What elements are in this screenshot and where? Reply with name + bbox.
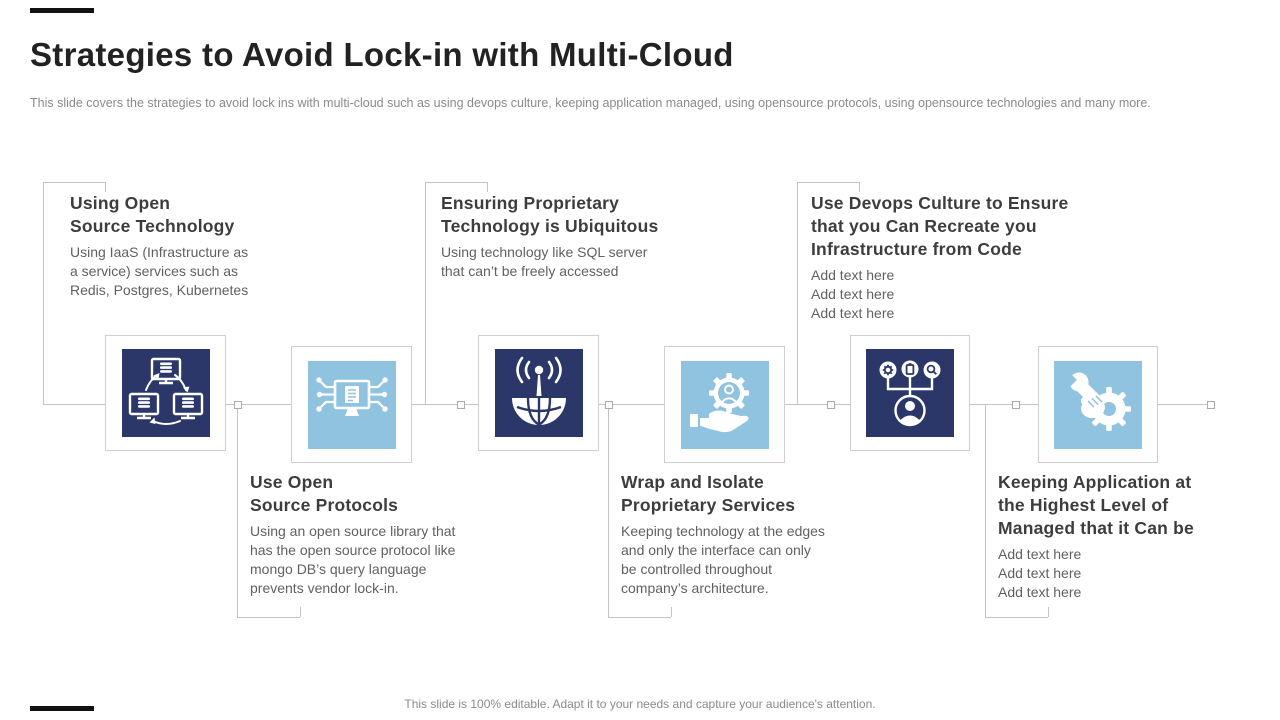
connector-tick-3 bbox=[425, 182, 487, 183]
connector-vertical-4 bbox=[608, 404, 609, 617]
page-title: Strategies to Avoid Lock-in with Multi-C… bbox=[30, 36, 734, 73]
connector-tick-1 bbox=[43, 182, 105, 183]
slide-subtitle: This slide covers the strategies to avoi… bbox=[30, 96, 1151, 110]
connector-tick-end-3 bbox=[487, 182, 488, 192]
connector-tick-end-5 bbox=[859, 182, 860, 192]
connector-vertical-6 bbox=[985, 404, 986, 617]
icon-box-5 bbox=[850, 335, 970, 451]
connector-tick-end-2 bbox=[300, 607, 301, 617]
circuit-monitor-icon bbox=[307, 360, 396, 449]
step-block-1: Using Open Source Technology Using IaaS … bbox=[70, 192, 335, 300]
step-block-2: Use Open Source Protocols Using an open … bbox=[250, 471, 515, 598]
step-body: Keeping technology at the edges and only… bbox=[621, 523, 825, 596]
connector-vertical-3 bbox=[425, 182, 426, 404]
top-accent-bar bbox=[30, 8, 94, 13]
connector-tick-2 bbox=[237, 617, 300, 618]
timeline-node bbox=[1012, 401, 1020, 409]
step-body: Using an open source library that has th… bbox=[250, 523, 456, 596]
step-body: Add text here Add text here Add text her… bbox=[998, 546, 1082, 600]
icon-box-6 bbox=[1038, 346, 1158, 463]
step-body: Add text here Add text here Add text her… bbox=[811, 267, 895, 321]
connector-tick-end-6 bbox=[1048, 607, 1049, 617]
org-chart-icon bbox=[866, 349, 954, 437]
timeline-node bbox=[827, 401, 835, 409]
timeline-node bbox=[234, 401, 242, 409]
timeline-node bbox=[605, 401, 613, 409]
step-block-5: Use Devops Culture to Ensure that you Ca… bbox=[811, 192, 1121, 323]
timeline-node bbox=[1207, 401, 1215, 409]
step-block-4: Wrap and Isolate Proprietary Services Ke… bbox=[621, 471, 886, 598]
step-title: Using Open Source Technology bbox=[70, 193, 235, 236]
step-title: Use Devops Culture to Ensure that you Ca… bbox=[811, 193, 1069, 259]
icon-box-1 bbox=[105, 335, 226, 451]
timeline-node bbox=[457, 401, 465, 409]
icon-box-3 bbox=[478, 335, 599, 451]
connector-vertical-5 bbox=[797, 182, 798, 404]
step-title: Wrap and Isolate Proprietary Services bbox=[621, 472, 796, 515]
network-monitors-icon bbox=[121, 349, 210, 437]
step-title: Ensuring Proprietary Technology is Ubiqu… bbox=[441, 193, 659, 236]
bottom-accent-bar bbox=[30, 706, 94, 711]
icon-box-4 bbox=[664, 346, 785, 463]
connector-vertical-1 bbox=[43, 182, 44, 404]
step-block-6: Keeping Application at the Highest Level… bbox=[998, 471, 1263, 602]
step-block-3: Ensuring Proprietary Technology is Ubiqu… bbox=[441, 192, 731, 281]
connector-tick-end-4 bbox=[671, 607, 672, 617]
step-title: Use Open Source Protocols bbox=[250, 472, 399, 515]
hand-gear-icon bbox=[680, 360, 769, 449]
step-body: Using technology like SQL server that ca… bbox=[441, 244, 648, 279]
step-title: Keeping Application at the Highest Level… bbox=[998, 472, 1194, 538]
footer-note: This slide is 100% editable. Adapt it to… bbox=[404, 697, 876, 711]
step-body: Using IaaS (Infrastructure as a service)… bbox=[70, 244, 249, 298]
connector-tick-6 bbox=[985, 617, 1048, 618]
connector-tick-5 bbox=[797, 182, 859, 183]
connector-vertical-2 bbox=[237, 404, 238, 617]
wrench-gear-icon bbox=[1054, 360, 1142, 449]
connector-tick-end-1 bbox=[105, 182, 106, 192]
connector-tick-4 bbox=[608, 617, 671, 618]
antenna-globe-icon bbox=[494, 349, 583, 437]
icon-box-2 bbox=[291, 346, 412, 463]
timeline-line bbox=[43, 404, 1210, 405]
